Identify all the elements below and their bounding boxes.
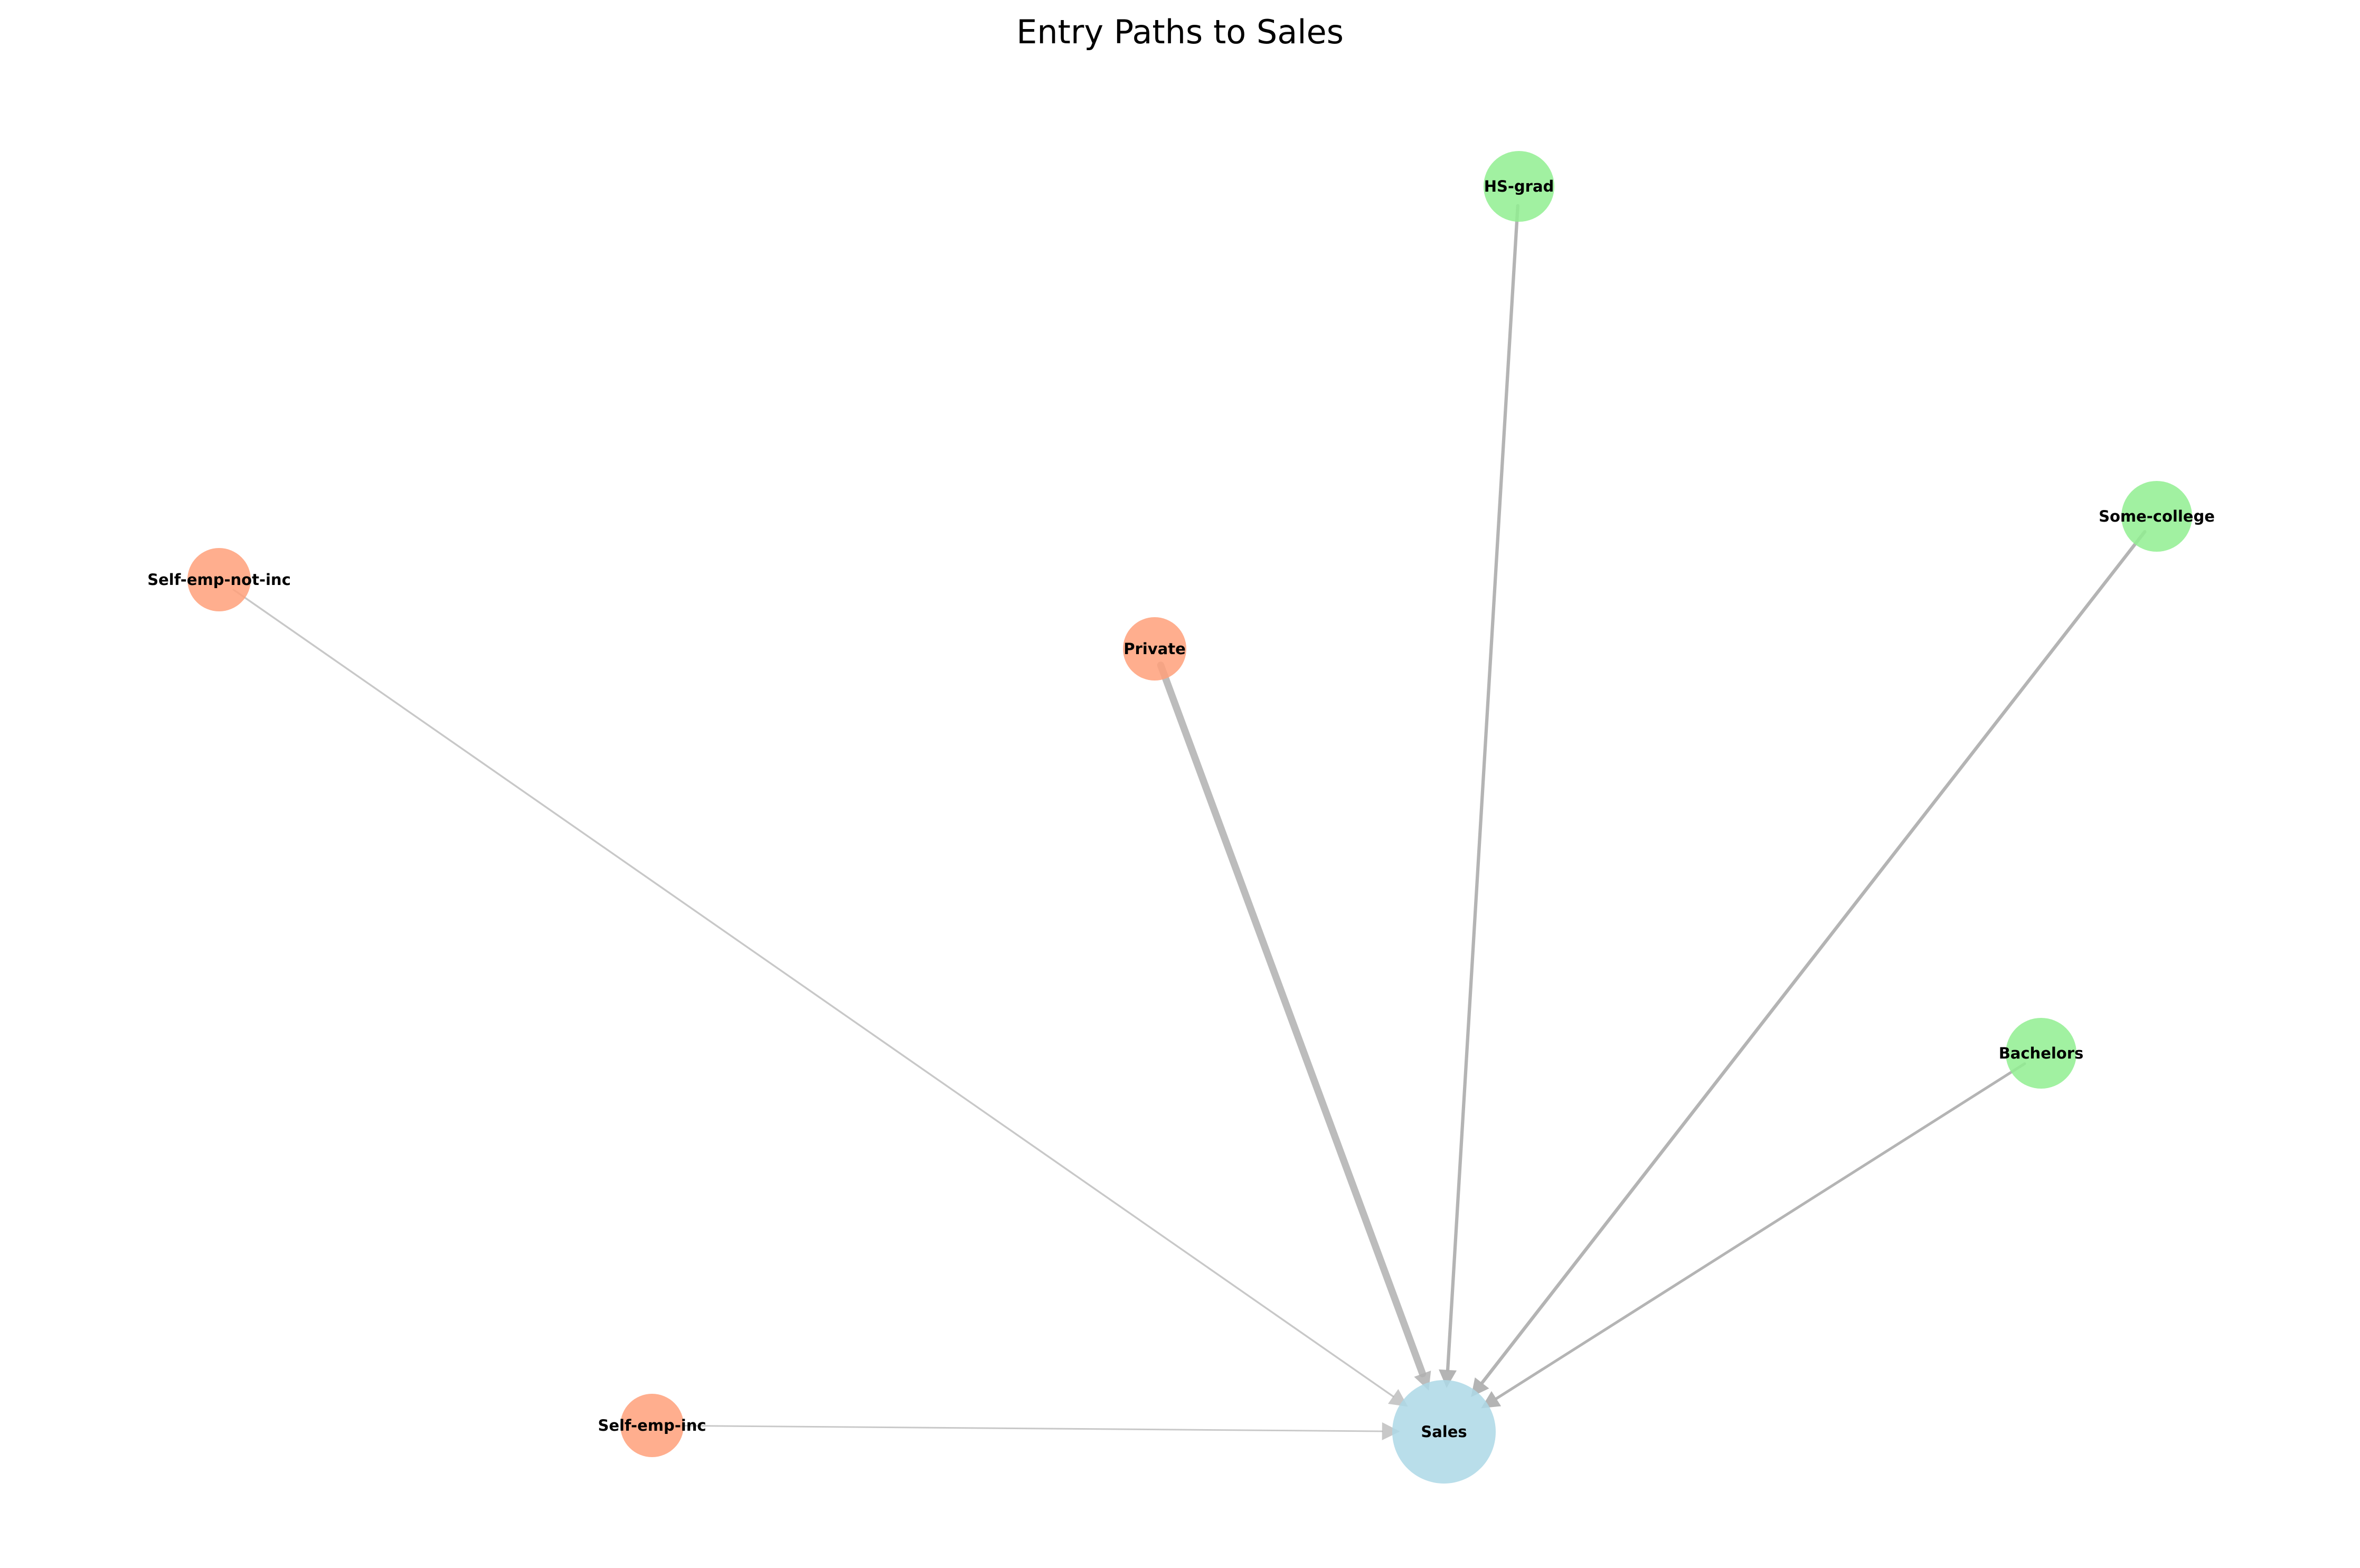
edge-line xyxy=(232,589,1394,1397)
edge-arrowhead xyxy=(1382,1422,1400,1441)
edge-line xyxy=(668,1424,1383,1432)
node-circle xyxy=(187,548,251,611)
node-circle xyxy=(1484,151,1554,222)
node-circle xyxy=(1392,1380,1496,1484)
node-hs-grad: HS-grad xyxy=(1484,151,1554,222)
edge-line xyxy=(1480,530,2147,1385)
edge-self-emp-inc-to-sales xyxy=(668,1422,1400,1441)
edges-layer xyxy=(232,204,2147,1441)
node-bachelors: Bachelors xyxy=(1999,1018,2084,1089)
edge-arrowhead xyxy=(1439,1369,1457,1388)
diagram-title: Entry Paths to Sales xyxy=(1016,13,1344,51)
node-circle xyxy=(1123,617,1186,681)
node-private: Private xyxy=(1123,617,1186,681)
edge-line xyxy=(1157,662,1427,1377)
node-label: Private xyxy=(1124,640,1186,658)
node-self-emp-inc: Self-emp-inc xyxy=(598,1394,706,1457)
node-sales: Sales xyxy=(1392,1380,1496,1484)
node-self-emp-not-inc: Self-emp-not-inc xyxy=(147,548,291,611)
node-some-college: Some-college xyxy=(2099,481,2215,552)
node-circle xyxy=(2121,481,2192,552)
node-label: Self-emp-not-inc xyxy=(147,571,291,589)
edge-line xyxy=(1495,1062,2026,1400)
edge-private-to-sales xyxy=(1157,662,1431,1391)
node-label: Bachelors xyxy=(1999,1044,2084,1062)
node-circle xyxy=(620,1394,684,1457)
edge-some-college-to-sales xyxy=(1471,530,2147,1397)
edge-self-emp-not-inc-to-sales xyxy=(232,589,1408,1407)
node-label: Self-emp-inc xyxy=(598,1416,706,1434)
node-label: Sales xyxy=(1421,1423,1467,1441)
edge-line xyxy=(1446,204,1519,1372)
edge-bachelors-to-sales xyxy=(1481,1062,2026,1409)
node-label: HS-grad xyxy=(1484,177,1554,195)
node-label: Some-college xyxy=(2099,507,2215,525)
node-circle xyxy=(2006,1018,2076,1089)
edge-hs-grad-to-sales xyxy=(1439,204,1519,1388)
